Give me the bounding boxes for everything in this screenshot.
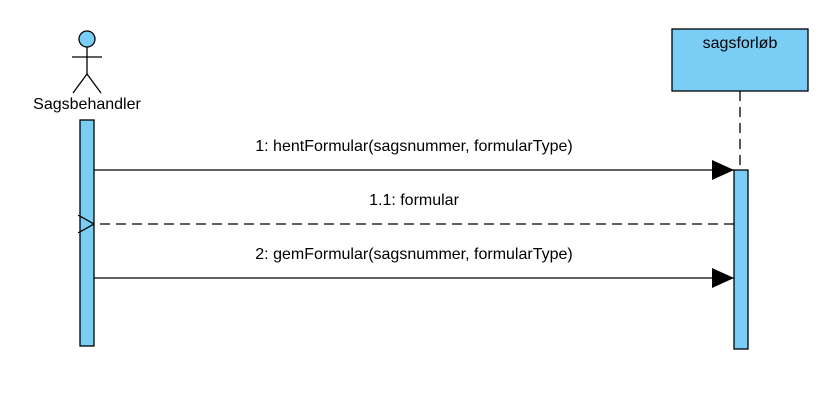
- message-2-label: 2: gemFormular(sagsnummer, formularType): [255, 246, 572, 263]
- actor-name: Sagsbehandler: [33, 96, 141, 113]
- object-name: sagsforløb: [703, 35, 778, 52]
- object-sagsforlob[interactable]: sagsforløb: [671, 28, 809, 92]
- message-2[interactable]: 2: gemFormular(sagsnummer, formularType): [94, 246, 734, 288]
- object-activation-bar: [733, 169, 749, 350]
- message-1-1-label: 1.1: formular: [369, 192, 459, 209]
- message-1[interactable]: 1: hentFormular(sagsnummer, formularType…: [94, 138, 734, 180]
- actor-activation-bar: [79, 119, 95, 347]
- message-1-1[interactable]: 1.1: formular: [94, 192, 734, 224]
- object-box: [671, 28, 809, 92]
- actor-sagsbehandler[interactable]: Sagsbehandler: [33, 30, 141, 113]
- message-1-label: 1: hentFormular(sagsnummer, formularType…: [255, 138, 572, 155]
- stick-figure-icon: [72, 30, 102, 94]
